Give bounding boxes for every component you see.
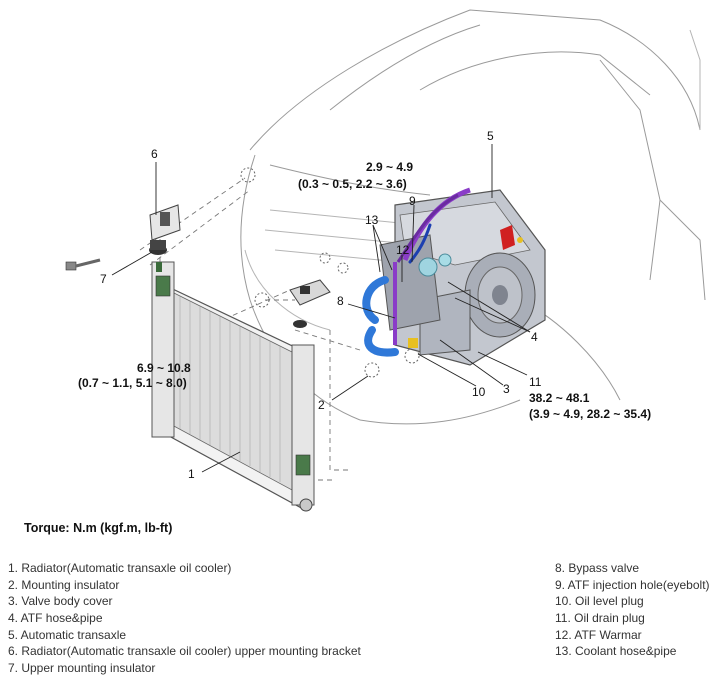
legend-item: 5. Automatic transaxle bbox=[8, 627, 127, 642]
legend-item: 8. Bypass valve bbox=[555, 561, 640, 575]
callout-7: 7 bbox=[100, 272, 107, 286]
legend-item: 12. ATF Warmar bbox=[555, 627, 642, 642]
legend-item: 7. Upper mounting insulator bbox=[8, 661, 156, 676]
torque-left-value: 6.9 ~ 10.8 bbox=[137, 361, 191, 375]
legend-item: 10. Oil level plug bbox=[555, 594, 644, 609]
torque-bottom-conversion: (3.9 ~ 4.9, 28.2 ~ 35.4) bbox=[529, 407, 651, 421]
callout-3: 3 bbox=[503, 382, 510, 396]
callout-numbers: 1 2 3 4 5 6 7 8 9 10 11 12 13 bbox=[100, 129, 542, 481]
callout-13: 13 bbox=[365, 213, 379, 227]
parts-legend-left: 1. Radiator(Automatic transaxle oil cool… bbox=[8, 560, 361, 677]
callout-10: 10 bbox=[472, 385, 486, 399]
upper-mounting-bracket bbox=[149, 204, 181, 241]
callout-2: 2 bbox=[318, 398, 325, 412]
upper-mounting-insulator bbox=[149, 240, 167, 255]
mounting-insulator bbox=[289, 279, 331, 328]
radiator bbox=[151, 261, 315, 512]
legend-item: 2. Mounting insulator bbox=[8, 577, 120, 592]
callout-4: 4 bbox=[531, 330, 538, 344]
torque-units-header: Torque: N.m (kgf.m, lb-ft) bbox=[24, 521, 173, 535]
torque-bottom-value: 38.2 ~ 48.1 bbox=[529, 391, 590, 405]
exploded-view-diagram: 1 2 3 4 5 6 7 8 9 10 11 12 13 2.9 ~ 4.9 … bbox=[65, 9, 706, 512]
legend-item: 9. ATF injection hole(eyebolt) bbox=[555, 577, 710, 592]
legend-item: 4. ATF hose&pipe bbox=[8, 611, 103, 626]
leader-lines bbox=[111, 144, 531, 473]
legend-item: 11. Oil drain plug bbox=[555, 611, 645, 626]
legend-item: 1. Radiator(Automatic transaxle oil cool… bbox=[8, 561, 232, 575]
atf-hose bbox=[393, 187, 471, 345]
automatic-transaxle bbox=[379, 189, 546, 366]
callout-11: 11 bbox=[529, 375, 542, 389]
callout-8: 8 bbox=[337, 294, 344, 308]
legend-item: 13. Coolant hose&pipe bbox=[555, 644, 677, 659]
torque-specs: 2.9 ~ 4.9 (0.3 ~ 0.5, 2.2 ~ 3.6) 6.9 ~ 1… bbox=[78, 160, 651, 421]
torque-top-conversion: (0.3 ~ 0.5, 2.2 ~ 3.6) bbox=[298, 177, 407, 191]
legend-item: 6. Radiator(Automatic transaxle oil cool… bbox=[8, 644, 361, 659]
callout-5: 5 bbox=[487, 129, 494, 143]
callout-6: 6 bbox=[151, 147, 158, 161]
bracket-bolt bbox=[65, 258, 101, 271]
callout-1: 1 bbox=[188, 467, 195, 481]
callout-12: 12 bbox=[396, 243, 410, 257]
torque-top-value: 2.9 ~ 4.9 bbox=[366, 160, 413, 174]
legend-item: 3. Valve body cover bbox=[8, 594, 113, 609]
callout-9: 9 bbox=[409, 194, 416, 208]
torque-left-conversion: (0.7 ~ 1.1, 5.1 ~ 8.0) bbox=[78, 376, 187, 390]
parts-legend-right: 8. Bypass valve 9. ATF injection hole(ey… bbox=[555, 560, 710, 660]
